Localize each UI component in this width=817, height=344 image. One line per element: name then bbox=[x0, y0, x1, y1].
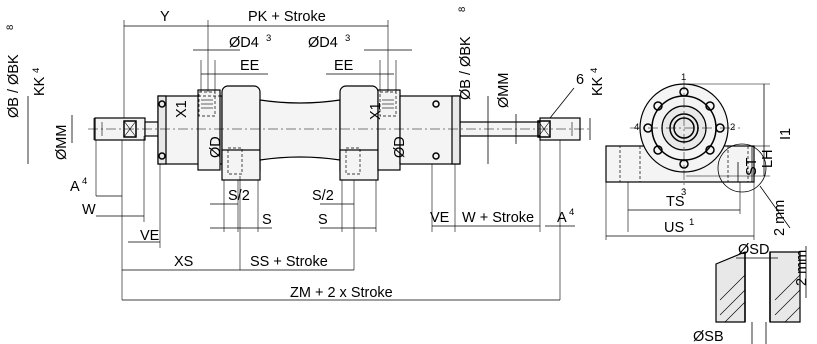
label-PK-stroke: PK + Stroke bbox=[248, 9, 326, 25]
label-MM-left: ØMM bbox=[54, 125, 70, 160]
label-MM-right: ØMM bbox=[496, 73, 512, 108]
label-6: 6 bbox=[576, 72, 584, 88]
label-X1-right: X1 bbox=[368, 102, 384, 120]
label-side-2: 2 bbox=[730, 122, 735, 133]
label-EE-right: EE bbox=[334, 58, 354, 74]
label-B-BK-left-sup: 8 bbox=[5, 25, 16, 30]
label-ZM: ZM + 2 x Stroke bbox=[290, 285, 393, 301]
label-B-BK-left: ØB / ØBK bbox=[6, 54, 22, 118]
left-end-cap bbox=[157, 89, 223, 171]
label-Y: Y bbox=[160, 9, 170, 25]
label-side-3: 3 bbox=[681, 187, 686, 198]
label-VE-right: VE bbox=[430, 210, 450, 226]
label-SB: ØSB bbox=[693, 329, 724, 344]
label-KK-right-sup: 4 bbox=[589, 68, 600, 73]
label-A-right-sup: 4 bbox=[569, 207, 574, 218]
label-D4-left: ØD4 bbox=[229, 35, 259, 51]
right-carriage bbox=[339, 85, 379, 181]
label-D4-right-sup: 3 bbox=[345, 33, 350, 44]
label-A-left: A bbox=[70, 179, 80, 195]
label-LH: LH bbox=[760, 149, 776, 168]
label-ST: ST bbox=[744, 157, 760, 176]
label-D4-left-sup: 3 bbox=[266, 33, 271, 44]
label-B-BK-right: ØB / ØBK bbox=[458, 36, 474, 100]
label-side-4: 4 bbox=[634, 122, 639, 133]
label-S-right: S bbox=[318, 212, 328, 228]
label-KK-left-sup: 4 bbox=[31, 68, 42, 73]
label-US: US bbox=[664, 220, 684, 236]
label-2mm-a: 2 mm bbox=[772, 200, 788, 236]
right-mount-hole bbox=[345, 147, 361, 175]
label-D4-right: ØD4 bbox=[308, 35, 338, 51]
label-2mm-b: 2 mm bbox=[794, 250, 810, 286]
label-XS: XS bbox=[174, 254, 193, 270]
left-carriage bbox=[221, 85, 261, 181]
label-KK-right: KK bbox=[590, 76, 606, 96]
label-D-left: ØD bbox=[208, 136, 224, 158]
label-SS-stroke: SS + Stroke bbox=[250, 254, 328, 270]
label-A-left-sup: 4 bbox=[82, 176, 87, 187]
label-US-sup: 1 bbox=[689, 217, 694, 228]
label-VE-left: VE bbox=[140, 228, 160, 244]
left-mount-hole bbox=[227, 147, 243, 175]
label-D-right: ØD bbox=[392, 136, 408, 158]
label-A-right: A bbox=[557, 210, 567, 226]
label-W: W bbox=[82, 202, 96, 218]
label-I1: I1 bbox=[778, 128, 794, 140]
label-W-stroke: W + Stroke bbox=[462, 210, 534, 226]
detail-section bbox=[715, 251, 801, 323]
label-KK-left: KK bbox=[32, 76, 48, 96]
label-SD: ØSD bbox=[738, 242, 769, 258]
label-side-1: 1 bbox=[681, 72, 686, 83]
label-S2-right: S/2 bbox=[312, 188, 334, 204]
label-X1-left: X1 bbox=[174, 100, 190, 118]
right-end-cap bbox=[377, 89, 461, 171]
left-port bbox=[198, 91, 216, 117]
label-S-left: S bbox=[262, 212, 272, 228]
label-EE-left: EE bbox=[240, 58, 260, 74]
label-TS: TS bbox=[666, 194, 685, 210]
center-tube bbox=[259, 99, 341, 161]
label-S2-left: S/2 bbox=[228, 188, 250, 204]
label-B-BK-right-sup: 8 bbox=[457, 7, 468, 12]
